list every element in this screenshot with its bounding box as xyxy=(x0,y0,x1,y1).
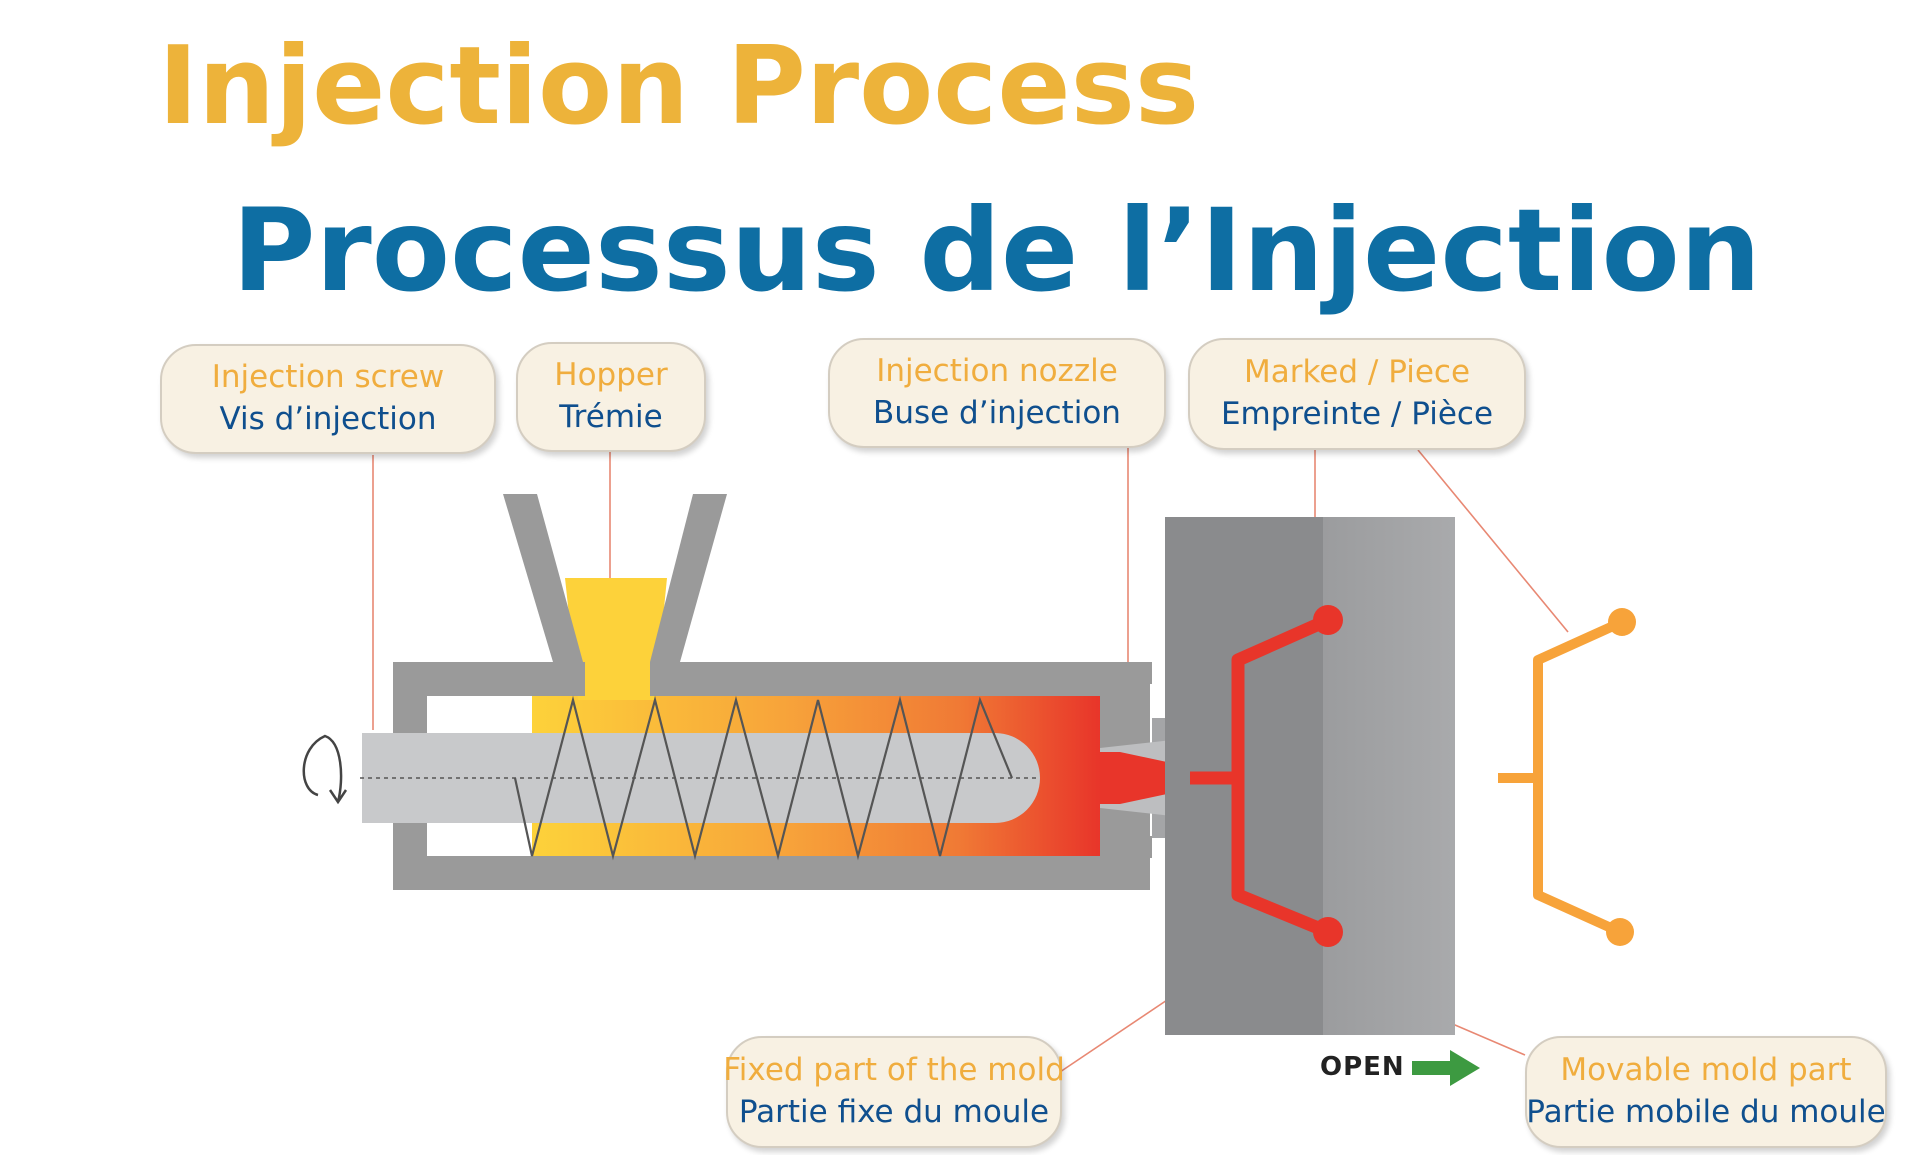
callout-movable-mold-fr: Partie mobile du moule xyxy=(1526,1094,1886,1130)
callout-injection-nozzle-en: Injection nozzle xyxy=(876,353,1118,390)
piece-bottom-bulb xyxy=(1606,918,1634,946)
hopper-right-wall xyxy=(650,494,727,662)
hopper-neck-right xyxy=(650,662,682,696)
ejected-piece xyxy=(1498,617,1625,937)
screw-shaft xyxy=(362,733,1040,823)
injection-screw xyxy=(360,695,1040,861)
callout-hopper: Hopper Trémie xyxy=(516,342,706,452)
barrel-nozzle-shoulder-lower xyxy=(1100,836,1152,858)
barrel xyxy=(393,662,1150,890)
leader-line-fixed xyxy=(1059,989,1183,1073)
callout-injection-nozzle-fr: Buse d’injection xyxy=(873,395,1121,431)
mold-cavity-top-bulb xyxy=(1313,605,1343,635)
callout-injection-nozzle: Injection nozzle Buse d’injection xyxy=(828,338,1166,448)
callout-fixed-mold-en: Fixed part of the mold xyxy=(723,1052,1065,1089)
callout-injection-screw-en: Injection screw xyxy=(211,359,445,396)
callout-movable-mold-en: Movable mold part xyxy=(1560,1052,1852,1089)
callout-fixed-mold-fr: Partie fixe du moule xyxy=(738,1094,1050,1130)
callout-movable-mold: Movable mold part Partie mobile du moule xyxy=(1525,1036,1887,1148)
open-label: OPEN xyxy=(1320,1052,1405,1082)
callout-hopper-fr: Trémie xyxy=(559,399,663,435)
callout-fixed-mold: Fixed part of the mold Partie fixe du mo… xyxy=(723,1036,1065,1148)
screw-flights xyxy=(513,695,1014,861)
title-english: Injection Process xyxy=(158,24,1200,149)
mold-cavity-bottom-bulb xyxy=(1313,917,1343,947)
callout-marked-piece-en: Marked / Piece xyxy=(1243,354,1471,391)
open-arrow-icon xyxy=(1412,1050,1480,1086)
title-french: Processus de l’Injection xyxy=(232,184,1761,317)
hopper-neck-left xyxy=(553,662,585,696)
callout-hopper-en: Hopper xyxy=(554,357,668,394)
mold-cavity xyxy=(1190,614,1331,939)
hopper xyxy=(503,494,727,700)
barrel-nozzle-shoulder xyxy=(1100,662,1152,684)
leader-line-piece xyxy=(1417,449,1569,633)
callout-marked-piece: Marked / Piece Empreinte / Pièce xyxy=(1188,338,1526,450)
callout-injection-screw-fr: Vis d’injection xyxy=(219,401,437,437)
callout-marked-piece-fr: Empreinte / Pièce xyxy=(1220,396,1494,432)
callout-injection-screw: Injection screw Vis d’injection xyxy=(160,344,496,454)
movable-mold-part xyxy=(1323,517,1455,1035)
rotation-arrow-icon xyxy=(302,734,348,805)
piece-top-bulb xyxy=(1608,608,1636,636)
hopper-left-wall xyxy=(503,494,583,662)
hopper-neck-fill xyxy=(585,662,650,698)
